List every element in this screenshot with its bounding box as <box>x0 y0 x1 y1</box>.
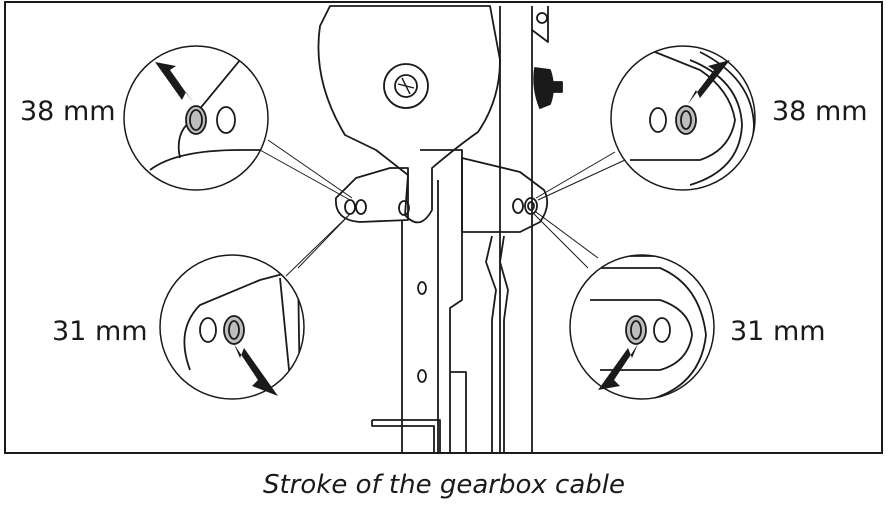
mechanism <box>317 5 563 453</box>
pivot-washer-outer <box>383 63 429 109</box>
hole-38mm-right <box>675 105 697 135</box>
lever-arm <box>401 180 439 453</box>
cam-plate <box>317 5 501 224</box>
gearbox-cable-diagram <box>4 1 883 454</box>
cable-knob <box>533 67 554 109</box>
detail-bottom-left <box>159 254 305 400</box>
left-bracket <box>335 167 409 223</box>
detail-top-left <box>123 45 269 191</box>
right-bracket <box>461 157 549 233</box>
hole-31mm-right <box>625 315 647 345</box>
callout-top-right: 38 mm <box>772 96 868 127</box>
arrow-top-left <box>155 62 194 104</box>
callout-top-left: 38 mm <box>20 96 116 127</box>
leader-lines <box>259 139 626 277</box>
figure-frame <box>4 1 883 454</box>
pivot-washer-inner <box>394 74 418 98</box>
detail-top-right <box>610 45 756 191</box>
cable-rod <box>485 235 509 453</box>
callout-bottom-left: 31 mm <box>52 316 148 347</box>
bottom-plate <box>371 419 441 453</box>
arrow-bottom-left <box>234 344 278 396</box>
arrow-top-right <box>688 60 730 104</box>
callout-bottom-right: 31 mm <box>730 316 826 347</box>
figure-caption: Stroke of the gearbox cable <box>262 470 625 500</box>
arrow-bottom-right <box>598 344 638 390</box>
